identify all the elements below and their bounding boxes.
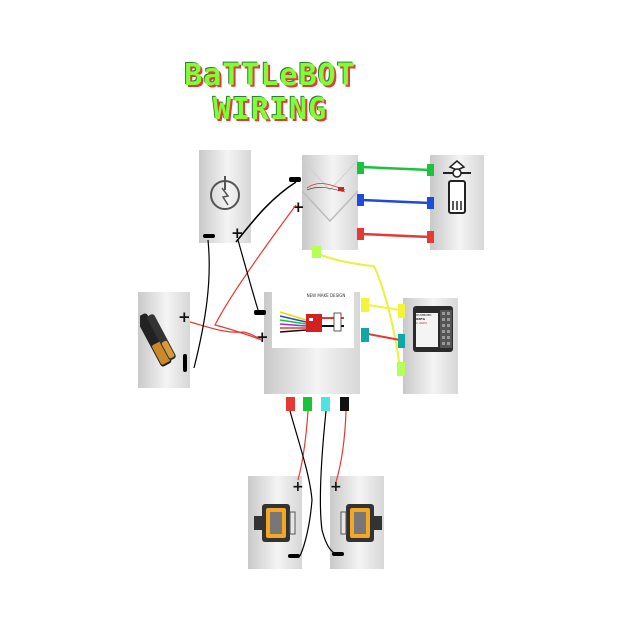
servo-icon bbox=[443, 160, 471, 214]
bec-plus-label: + bbox=[292, 198, 305, 216]
battery-minus-terminal bbox=[183, 354, 187, 372]
receiver-panel: DUMBOBC X6FG 2.4GHz bbox=[403, 298, 458, 394]
battery-plus-label: + bbox=[178, 308, 191, 326]
connector-lime-bec bbox=[312, 246, 321, 258]
receiver-label-line3: 2.4GHz bbox=[416, 321, 427, 325]
left-motor-panel: + bbox=[248, 476, 304, 569]
connector-red-left bbox=[357, 228, 364, 240]
bec-lead-wire-black bbox=[306, 187, 346, 193]
esc-output-cyan bbox=[321, 397, 330, 411]
battery-icon bbox=[140, 313, 176, 367]
esc-board-label: NEW MAKE DESIGN bbox=[306, 293, 346, 298]
right-motor-minus-terminal bbox=[332, 552, 344, 556]
servo-panel bbox=[430, 155, 484, 250]
esc-output-red bbox=[286, 397, 295, 411]
receiver-pins-icon bbox=[440, 310, 452, 348]
receiver-label-line1: DUMBOBC bbox=[416, 313, 432, 317]
wire-esc-to-right-motor-minus bbox=[319, 410, 335, 554]
switch-minus-terminal bbox=[203, 234, 215, 238]
right-motor-panel: + bbox=[330, 476, 384, 569]
esc-plus-label: + bbox=[256, 328, 269, 346]
esc-board-icon bbox=[279, 311, 344, 333]
connector-teal-receiver bbox=[398, 334, 405, 348]
wire-servo-green bbox=[361, 165, 431, 172]
title-wiring: WIRING bbox=[212, 92, 328, 127]
connector-red-right bbox=[427, 231, 434, 243]
power-icon bbox=[210, 176, 240, 210]
connector-blue-left bbox=[357, 194, 364, 206]
esc-output-black bbox=[340, 397, 349, 411]
connector-green-right bbox=[427, 164, 434, 176]
receiver-label-line2: X6FG bbox=[416, 317, 425, 321]
wire-bec-to-receiver-lime bbox=[317, 253, 401, 369]
title-battlebot: BaTTLeBOT bbox=[184, 58, 356, 93]
bec-panel: + bbox=[292, 155, 358, 250]
wire-esc-to-left-motor-minus bbox=[289, 410, 313, 557]
battery-panel: + bbox=[138, 292, 191, 388]
wire-switch-to-esc bbox=[237, 239, 259, 311]
esc-minus-terminal bbox=[254, 310, 266, 315]
wire-servo-red bbox=[361, 232, 431, 239]
wire-servo-blue bbox=[361, 198, 431, 205]
wire-switch-to-battery bbox=[193, 239, 210, 369]
bec-chip bbox=[338, 187, 344, 191]
receiver-label: DUMBOBC X6FG 2.4GHz bbox=[416, 313, 438, 347]
motor-icon bbox=[340, 504, 382, 542]
wire-esc-to-right-motor-plus bbox=[335, 410, 347, 483]
wire-battery-to-esc bbox=[189, 321, 263, 341]
connector-lime-receiver bbox=[397, 362, 405, 376]
wire-switch-to-bec-red bbox=[235, 181, 297, 243]
receiver-unit: DUMBOBC X6FG 2.4GHz bbox=[413, 306, 453, 352]
connector-blue-right bbox=[427, 197, 434, 209]
motor-icon bbox=[254, 504, 296, 542]
connector-green-left bbox=[357, 162, 364, 174]
wire-esc-to-receiver-yellow bbox=[367, 304, 401, 311]
left-motor-minus-terminal bbox=[288, 554, 300, 558]
bec-shape-icon bbox=[302, 159, 358, 223]
wire-esc-to-left-motor-plus bbox=[297, 410, 309, 481]
connector-yellow-receiver bbox=[398, 304, 405, 318]
esc-output-green bbox=[303, 397, 312, 411]
wire-esc-to-receiver-teal bbox=[367, 333, 401, 341]
power-switch-panel: + bbox=[199, 150, 251, 243]
wire-bec-to-esc-red bbox=[214, 204, 297, 341]
left-motor-plus-label: + bbox=[292, 479, 304, 495]
connector-yellow-esc bbox=[361, 298, 369, 312]
connector-teal-esc bbox=[361, 328, 369, 342]
bec-minus-terminal bbox=[289, 177, 301, 182]
right-motor-plus-label: + bbox=[330, 479, 342, 495]
